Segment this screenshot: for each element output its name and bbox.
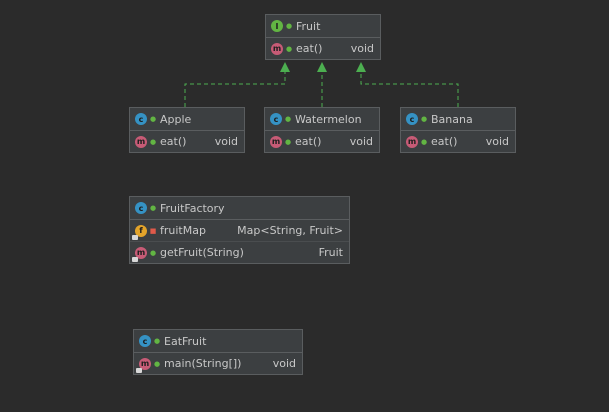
public-visibility-icon: ● xyxy=(285,44,293,53)
node-watermelon-header[interactable]: c ● Watermelon xyxy=(265,108,379,131)
arrowhead-watermelon-fruit xyxy=(317,62,327,72)
node-fruit-title: Fruit xyxy=(296,19,321,33)
member-row[interactable]: f ■ fruitMap Map<String, Fruit> xyxy=(130,220,349,241)
public-visibility-icon: ● xyxy=(149,248,157,257)
node-apple-header[interactable]: c ● Apple xyxy=(130,108,244,131)
member-name: eat() xyxy=(431,135,458,148)
static-lock-icon xyxy=(136,367,142,373)
member-type: void xyxy=(272,357,296,370)
public-visibility-icon: ● xyxy=(153,359,161,368)
member-type: void xyxy=(485,135,509,148)
public-visibility-icon: ● xyxy=(149,115,157,123)
field-icon: f xyxy=(132,224,147,240)
edge-banana-fruit xyxy=(360,72,459,107)
class-icon: c xyxy=(406,113,418,125)
member-type: void xyxy=(214,135,238,148)
node-fruitfactory[interactable]: c ● FruitFactory f ■ fruitMap Map<String… xyxy=(129,196,350,264)
node-banana[interactable]: c ● Banana m ● eat() void xyxy=(400,107,516,153)
node-apple-title: Apple xyxy=(160,112,192,126)
arrowhead-banana-fruit xyxy=(356,62,366,72)
arrowhead-apple-fruit xyxy=(280,62,290,72)
method-icon: m xyxy=(135,135,147,148)
static-lock-icon xyxy=(132,234,138,240)
member-row[interactable]: m ● eat() void xyxy=(266,38,380,59)
node-fruit-header[interactable]: I ● Fruit xyxy=(266,15,380,38)
public-visibility-icon: ● xyxy=(285,22,293,30)
node-fruit[interactable]: I ● Fruit m ● eat() void xyxy=(265,14,381,60)
node-banana-title: Banana xyxy=(431,112,473,126)
method-icon: m xyxy=(132,246,147,262)
node-eatfruit[interactable]: c ● EatFruit m ● main(String[]) void xyxy=(133,329,303,375)
member-type: Fruit xyxy=(318,246,343,259)
public-visibility-icon: ● xyxy=(420,115,428,123)
public-visibility-icon: ● xyxy=(149,137,157,146)
class-icon: c xyxy=(270,113,282,125)
method-icon-letter: m xyxy=(140,359,150,368)
member-row[interactable]: m ● getFruit(String) Fruit xyxy=(130,241,349,263)
public-visibility-icon: ● xyxy=(153,337,161,345)
node-watermelon-title: Watermelon xyxy=(295,112,362,126)
private-visibility-icon: ■ xyxy=(149,226,157,235)
member-type: Map<String, Fruit> xyxy=(237,224,343,237)
member-name: eat() xyxy=(295,135,322,148)
member-name: fruitMap xyxy=(160,224,206,237)
member-row[interactable]: m ● eat() void xyxy=(265,131,379,152)
member-row[interactable]: m ● eat() void xyxy=(401,131,515,152)
class-icon: c xyxy=(135,202,147,214)
node-watermelon[interactable]: c ● Watermelon m ● eat() void xyxy=(264,107,380,153)
node-apple[interactable]: c ● Apple m ● eat() void xyxy=(129,107,245,153)
public-visibility-icon: ● xyxy=(284,137,292,146)
method-icon: m xyxy=(270,135,282,148)
node-fruitfactory-header[interactable]: c ● FruitFactory xyxy=(130,197,349,220)
member-type: void xyxy=(349,135,373,148)
interface-icon: I xyxy=(271,20,283,32)
public-visibility-icon: ● xyxy=(284,115,292,123)
node-eatfruit-header[interactable]: c ● EatFruit xyxy=(134,330,302,353)
member-row[interactable]: m ● eat() void xyxy=(130,131,244,152)
member-name: getFruit(String) xyxy=(160,246,244,259)
class-icon: c xyxy=(135,113,147,125)
method-icon: m xyxy=(136,357,151,373)
public-visibility-icon: ● xyxy=(420,137,428,146)
public-visibility-icon: ● xyxy=(149,204,157,212)
field-icon-letter: f xyxy=(139,226,143,235)
member-name: main(String[]) xyxy=(164,357,242,370)
method-icon: m xyxy=(406,135,418,148)
static-lock-icon xyxy=(132,256,138,262)
edge-apple-fruit xyxy=(184,72,286,107)
member-name: eat() xyxy=(160,135,187,148)
node-fruitfactory-title: FruitFactory xyxy=(160,201,225,215)
method-icon-letter: m xyxy=(136,248,146,257)
node-banana-header[interactable]: c ● Banana xyxy=(401,108,515,131)
member-type: void xyxy=(350,42,374,55)
method-icon: m xyxy=(271,42,283,55)
class-icon: c xyxy=(139,335,151,347)
node-eatfruit-title: EatFruit xyxy=(164,334,207,348)
member-name: eat() xyxy=(296,42,323,55)
member-row[interactable]: m ● main(String[]) void xyxy=(134,353,302,374)
